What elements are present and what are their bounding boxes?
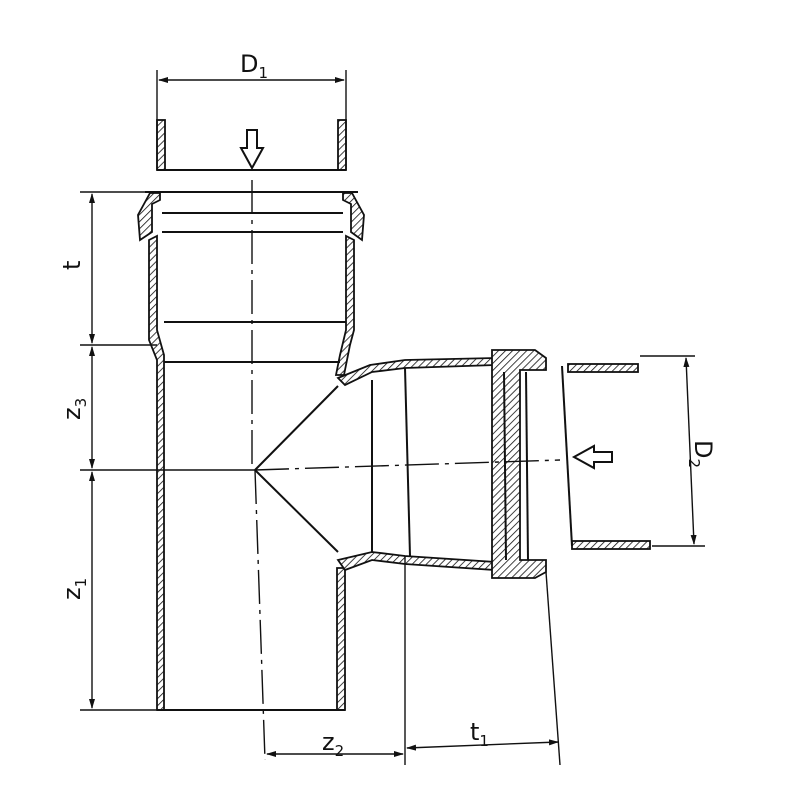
svg-text:z1: z1: [58, 578, 90, 600]
dimension-left: t z3 z1: [58, 191, 255, 711]
label-z1-main: z: [58, 587, 86, 600]
label-d1-sub: 1: [258, 64, 268, 82]
label-z3-main: z: [58, 407, 86, 420]
tee-branch: [254, 349, 547, 579]
label-t: t: [58, 261, 86, 270]
label-t1-sub: 1: [479, 732, 489, 750]
svg-text:t1: t1: [470, 718, 489, 750]
dimension-bottom: z2 t1: [266, 556, 561, 766]
label-d2-sub: 2: [685, 458, 703, 468]
center-lines: [251, 180, 561, 761]
label-d2-main: D: [689, 440, 717, 458]
label-z2-sub: 2: [335, 742, 345, 760]
svg-text:D1: D1: [240, 50, 268, 82]
tee-vertical-body: [137, 191, 365, 711]
label-t1-main: t: [470, 718, 479, 746]
label-z1-sub: 1: [72, 578, 90, 588]
down-flow-arrow: [239, 129, 265, 171]
label-d1-main: D: [240, 50, 258, 78]
svg-text:z2: z2: [322, 728, 344, 760]
label-z2-main: z: [322, 728, 335, 756]
left-flow-arrow: [571, 444, 613, 470]
dimension-d1: D1: [156, 50, 347, 118]
svg-text:z3: z3: [58, 398, 90, 420]
svg-text:D2: D2: [685, 440, 717, 468]
top-insert-pipe: [156, 118, 347, 171]
right-insert-pipe: [561, 363, 651, 550]
label-z3-sub: 3: [72, 398, 90, 408]
dimension-d2: D2: [640, 355, 717, 547]
